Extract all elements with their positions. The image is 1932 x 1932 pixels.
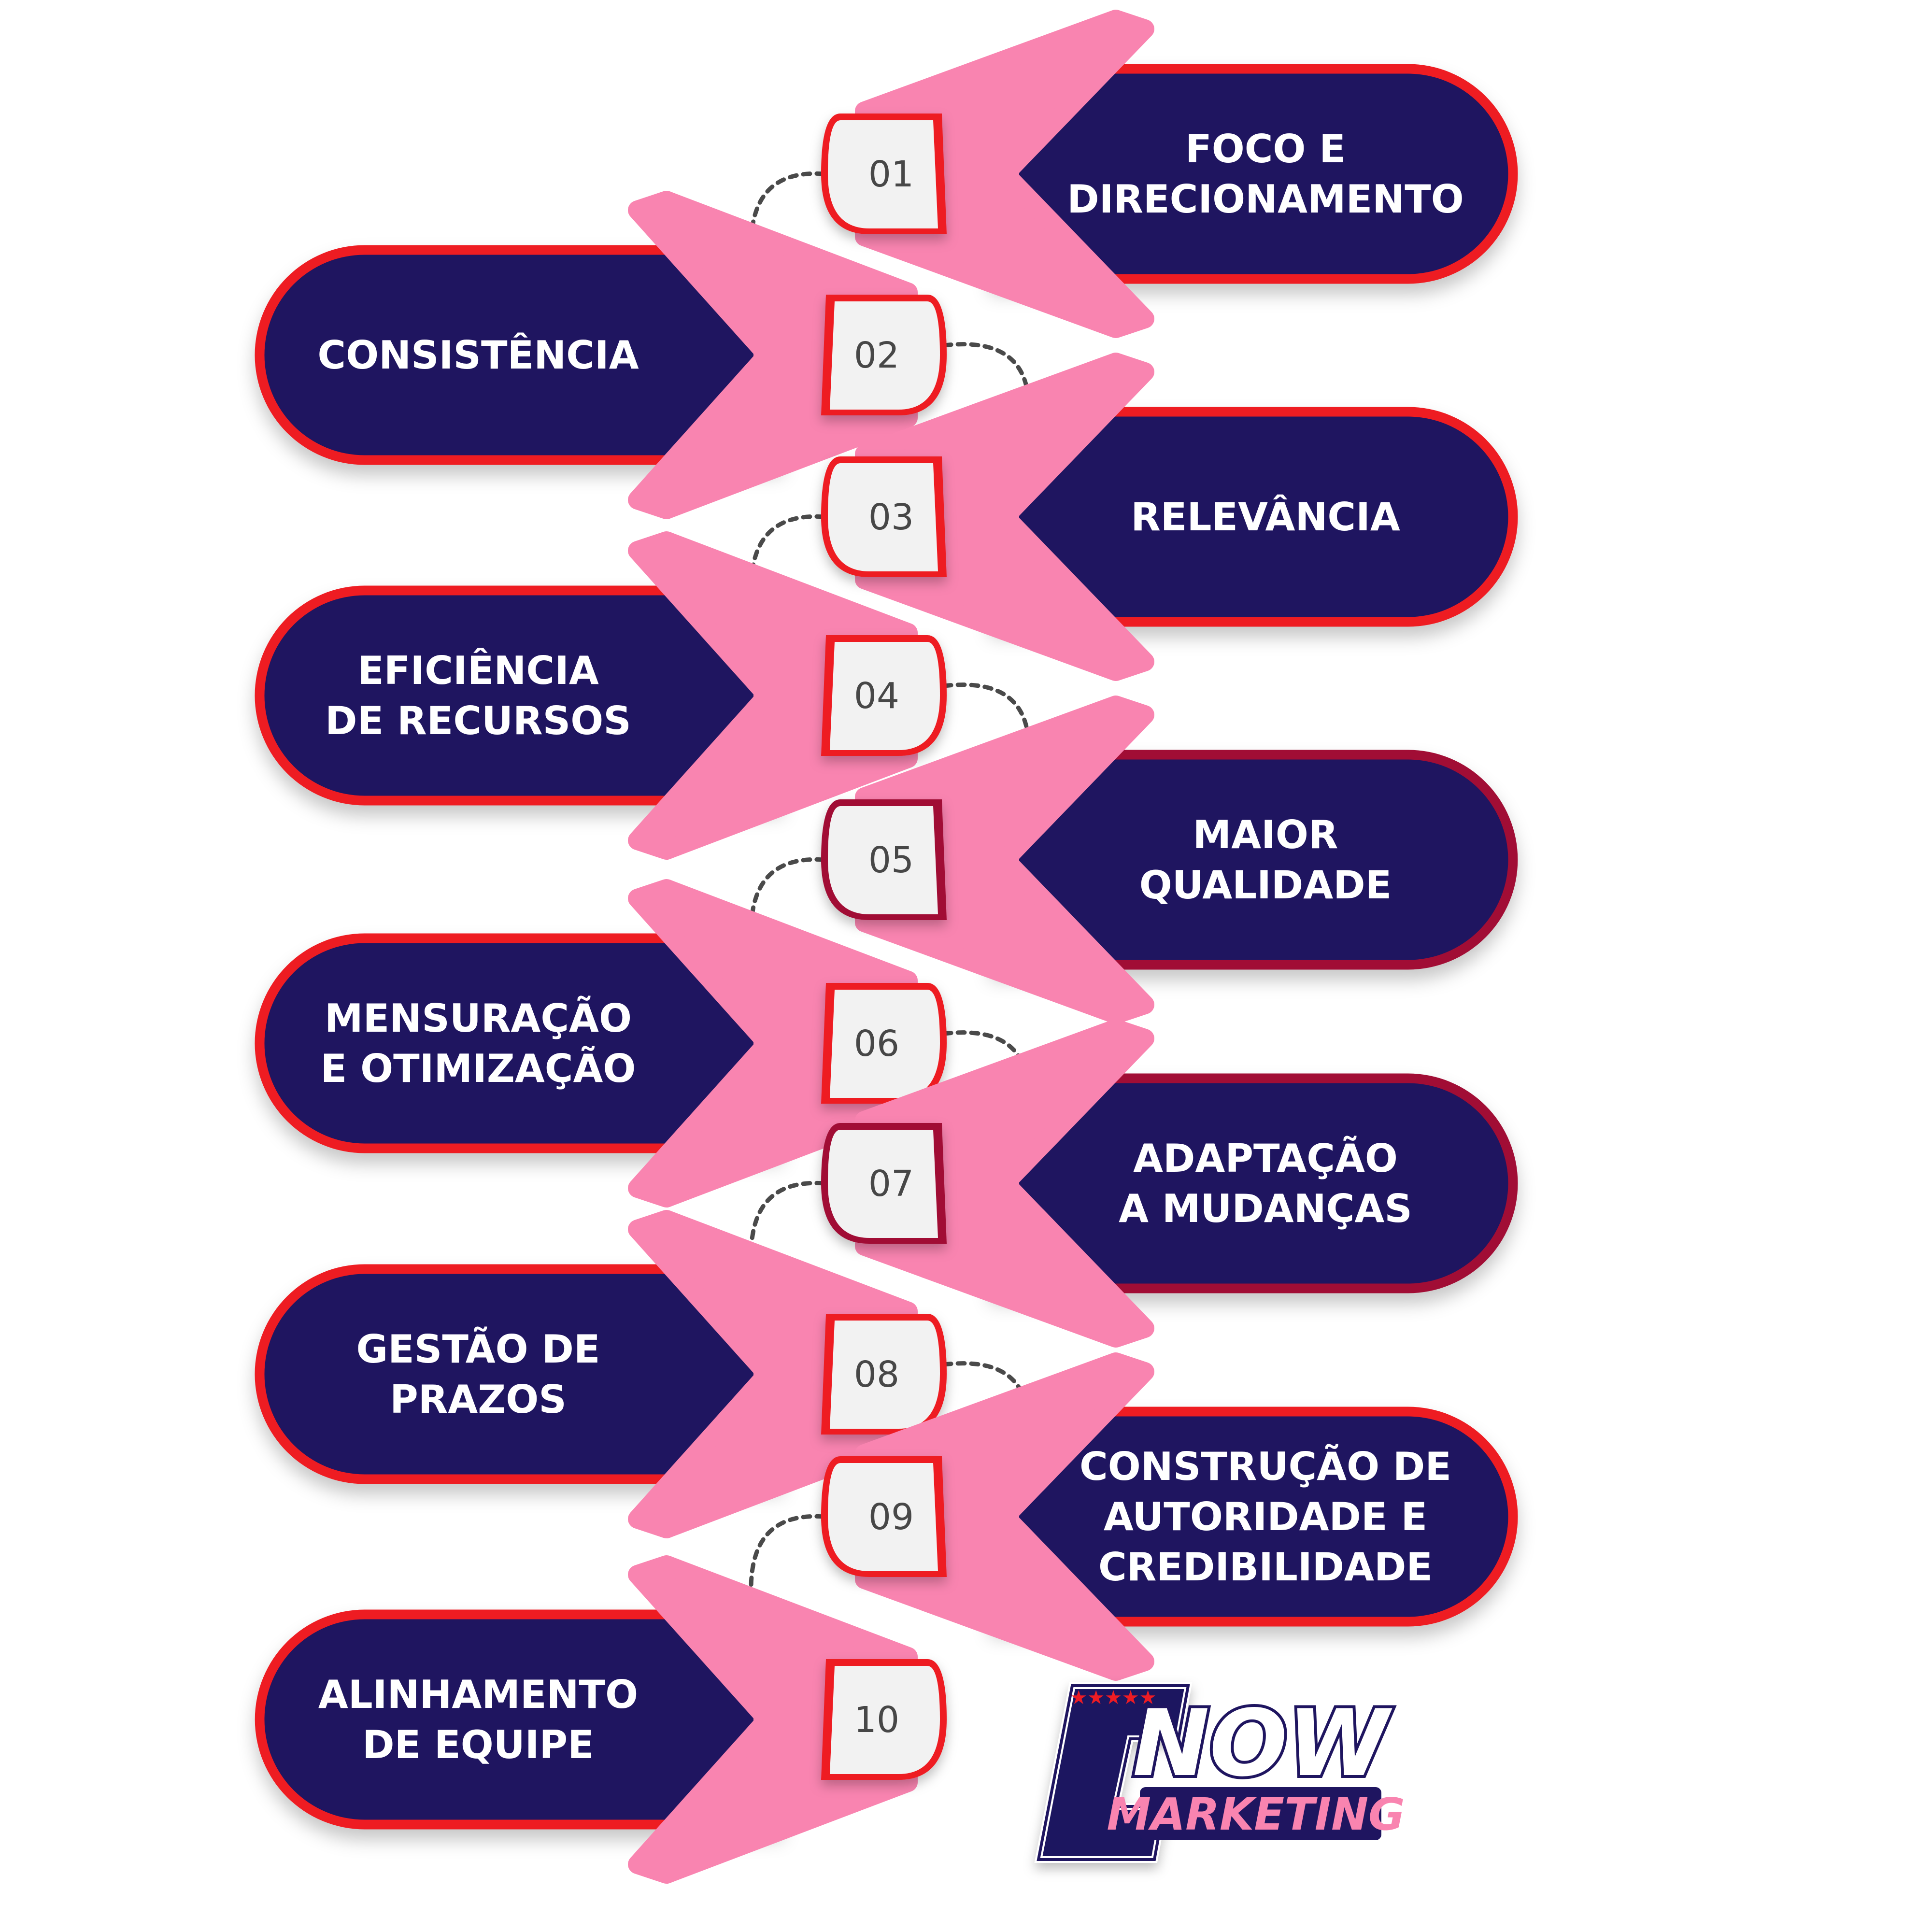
step-pill bbox=[264, 943, 753, 1144]
step-label-line: FOCO E bbox=[1185, 127, 1346, 171]
step-label-line: PRAZOS bbox=[390, 1377, 567, 1422]
step-05: 05 MAIOR QUALIDADE bbox=[821, 696, 1518, 1024]
step-pill bbox=[264, 1619, 753, 1820]
step-number: 01 bbox=[868, 154, 914, 195]
step-label-line: DIRECIONAMENTO bbox=[1067, 177, 1464, 222]
step-label-line: EFICIÊNCIA bbox=[357, 648, 599, 693]
dotted-connector bbox=[749, 1514, 826, 1591]
dotted-connector bbox=[749, 1180, 826, 1258]
pink-arrow-shape bbox=[855, 10, 1154, 338]
logo-subtitle: MARKETING bbox=[1107, 1789, 1405, 1840]
step-01: 01 FOCO E DIRECIONAMENTO bbox=[821, 10, 1518, 338]
cnow-marketing-logo: ★★★★★ NOW MARKETING bbox=[1034, 1682, 1405, 1863]
step-label-line: DE RECURSOS bbox=[325, 698, 631, 743]
step-label-line: QUALIDADE bbox=[1139, 863, 1392, 908]
step-label-line: CREDIBILIDADE bbox=[1098, 1545, 1433, 1590]
step-label-line: DE EQUIPE bbox=[362, 1722, 594, 1767]
step-pill bbox=[1019, 416, 1508, 617]
step-number: 10 bbox=[854, 1699, 899, 1741]
step-06: 06 MENSURAÇÃO E OTIMIZAÇÃO bbox=[255, 879, 947, 1208]
step-number: 07 bbox=[868, 1163, 914, 1205]
step-number: 02 bbox=[854, 335, 899, 376]
logo-word: NOW bbox=[1133, 1690, 1393, 1797]
step-03: 03 RELEVÂNCIA bbox=[821, 353, 1518, 681]
number-badge bbox=[828, 120, 938, 228]
pink-arrow-shape bbox=[628, 1210, 918, 1538]
step-pill bbox=[264, 255, 753, 455]
step-number: 06 bbox=[854, 1023, 899, 1065]
pink-arrow-shape bbox=[628, 531, 918, 860]
step-02: 02 CONSISTÊNCIA bbox=[255, 191, 947, 519]
step-number: 08 bbox=[854, 1354, 899, 1395]
step-pill bbox=[264, 1274, 753, 1475]
steps-layer: 01 FOCO E DIRECIONAMENTO 02 CONSISTÊNCIA 03 RE… bbox=[255, 10, 1518, 1884]
step-09: 09 CONSTRUÇÃO DE AUTORIDADE E CREDIBILIDADE bbox=[821, 1352, 1518, 1681]
number-badge bbox=[828, 806, 938, 914]
step-label-line: CONSTRUÇÃO DE bbox=[1080, 1444, 1451, 1489]
number-badge bbox=[830, 1321, 940, 1429]
step-label-line: MENSURAÇÃO bbox=[325, 995, 632, 1041]
pink-arrow-shape bbox=[628, 191, 918, 519]
step-07: 07 ADAPTAÇÃO A MUDANÇAS bbox=[821, 1019, 1518, 1348]
step-label-line: AUTORIDADE E bbox=[1104, 1494, 1427, 1539]
step-label-line: MAIOR bbox=[1193, 812, 1338, 857]
step-pill bbox=[1019, 1083, 1508, 1284]
step-label-line: A MUDANÇAS bbox=[1119, 1186, 1412, 1231]
step-pill bbox=[1019, 73, 1508, 274]
step-label-line: RELEVÂNCIA bbox=[1131, 494, 1400, 540]
pink-arrow-shape bbox=[628, 1555, 918, 1884]
connector-layer bbox=[749, 171, 1031, 1591]
step-pill bbox=[1019, 1416, 1508, 1617]
number-badge bbox=[828, 463, 938, 571]
step-number: 09 bbox=[868, 1496, 914, 1538]
step-pill bbox=[264, 595, 753, 796]
step-10: 10 ALINHAMENTO DE EQUIPE bbox=[255, 1555, 947, 1884]
number-badge bbox=[830, 301, 940, 410]
step-label-line: ALINHAMENTO bbox=[318, 1672, 638, 1717]
step-label-line: E OTIMIZAÇÃO bbox=[321, 1046, 636, 1091]
step-number: 05 bbox=[868, 839, 914, 881]
step-label-line: ADAPTAÇÃO bbox=[1133, 1136, 1398, 1181]
step-label-line: GESTÃO DE bbox=[356, 1326, 600, 1372]
pink-arrow-shape bbox=[855, 696, 1154, 1024]
step-08: 08 GESTÃO DE PRAZOS bbox=[255, 1210, 947, 1538]
number-badge bbox=[828, 1130, 938, 1238]
step-04: 04 EFICIÊNCIA DE RECURSOS bbox=[255, 531, 947, 860]
logo-stars: ★★★★★ bbox=[1070, 1687, 1156, 1709]
pink-arrow-shape bbox=[628, 879, 918, 1208]
number-badge bbox=[830, 990, 940, 1098]
number-badge bbox=[828, 1463, 938, 1571]
pink-arrow-shape bbox=[855, 1019, 1154, 1348]
step-label-line: CONSISTÊNCIA bbox=[317, 332, 639, 378]
step-number: 03 bbox=[868, 497, 914, 538]
step-number: 04 bbox=[854, 675, 899, 717]
number-badge bbox=[830, 642, 940, 750]
step-pill bbox=[1019, 759, 1508, 960]
pink-arrow-shape bbox=[855, 353, 1154, 681]
pink-arrow-shape bbox=[855, 1352, 1154, 1681]
number-badge bbox=[830, 1666, 940, 1774]
